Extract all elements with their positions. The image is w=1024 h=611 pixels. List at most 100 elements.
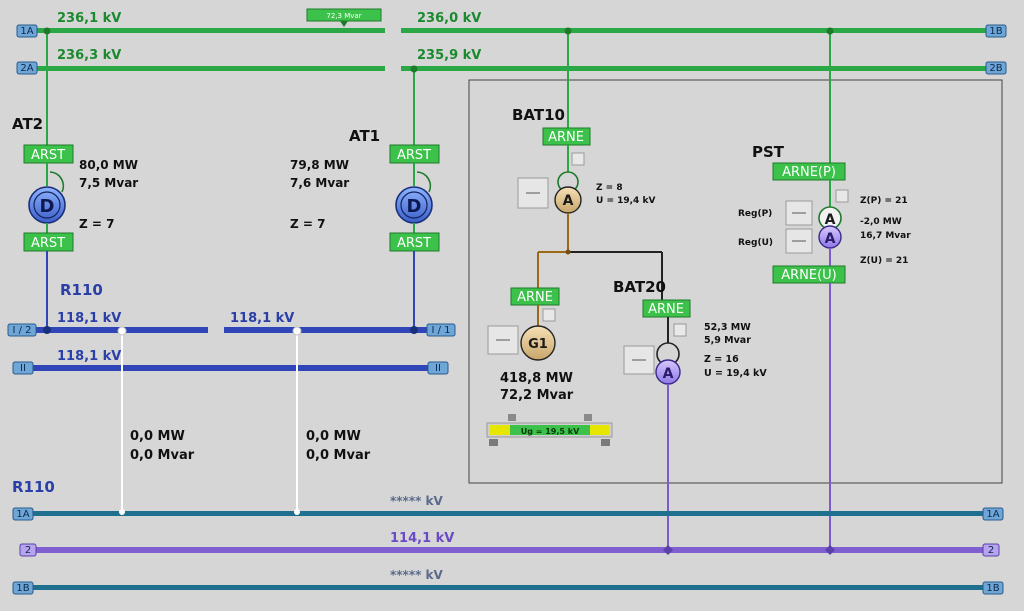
pst-zu: Z(U) = 21 [860, 256, 908, 266]
at1-tap-arc-icon [416, 171, 432, 193]
r110-mid-title: R110 [60, 281, 103, 299]
bus-bottom-1b-left-endcap [12, 581, 34, 595]
coupler-value: 72,3 Mvar [326, 12, 361, 20]
at1-symbol: D [407, 196, 422, 217]
pst-active-power: -2,0 MW [860, 217, 902, 227]
bus-bottom-2-right-endcap [982, 543, 1000, 557]
bat20-voltage: U = 19,4 kV [704, 368, 767, 379]
bus-i2-endcap [7, 323, 37, 337]
g1-arne-tag[interactable] [510, 287, 560, 306]
bus-1b-label: 1B [989, 26, 1002, 37]
g1-active-power: 418,8 MW [500, 371, 573, 386]
at2-name: AT2 [12, 115, 43, 133]
bus-1b-endcap [985, 24, 1007, 38]
bat10-checkbox[interactable] [571, 152, 585, 166]
coupler-marker-icon [340, 21, 348, 27]
g1-checkbox[interactable] [542, 308, 556, 322]
bus-bottom-1b-voltage: ***** kV [390, 568, 444, 582]
bat20-arne-tag[interactable] [642, 299, 691, 318]
feeder-right-active-power: 0,0 MW [306, 429, 361, 444]
g1-slider-end-left [489, 439, 498, 446]
bus-bottom-1a-right-endcap [982, 507, 1004, 521]
g1-symbol: G1 [528, 337, 548, 352]
bat20-tap-position: Z = 16 [704, 354, 739, 365]
at1-reactive-power: 7,6 Mvar [290, 176, 349, 190]
bus-bottom-1a-label-right: 1A [986, 509, 999, 520]
bus-1a-label: 1A [20, 26, 33, 37]
bus-2a: 2A 2B [16, 61, 1007, 75]
g1-arne-label: ARNE [517, 290, 553, 305]
bus-ii-label-left: II [20, 363, 26, 374]
bat20-reactive-power: 5,9 Mvar [704, 335, 751, 346]
g1-generator-symbol-icon[interactable] [520, 325, 556, 361]
bus-bottom-1a-label-left: 1A [16, 509, 29, 520]
bus-2a-label: 2A [20, 63, 33, 74]
bat10-control-box[interactable] [517, 177, 549, 209]
bus-1a-voltage-left: 236,1 kV [57, 11, 121, 26]
bus-bottom-1a: 1A 1A [12, 507, 1004, 521]
bus-i1-endcap [426, 323, 456, 337]
pst-lower-symbol: A [825, 231, 836, 247]
g1-slider-handle-right[interactable] [584, 414, 592, 421]
feeder-left-breaker[interactable] [117, 326, 127, 336]
bat10-arne-tag[interactable] [542, 127, 591, 146]
bat20-arne-label: ARNE [648, 302, 684, 317]
bus-1a-voltage-right: 236,0 kV [417, 11, 481, 26]
bus-ii-label-right: II [435, 363, 441, 374]
r110-bottom-title: R110 [12, 478, 55, 496]
at2-tap-position: Z = 7 [79, 217, 114, 231]
at1-tap-position: Z = 7 [290, 217, 325, 231]
pst-reg-p-label: Reg(P) [738, 209, 772, 219]
pst-name: PST [752, 143, 785, 161]
g1-slider-label: Ug = 19,5 kV [521, 427, 580, 436]
at2-arst-bottom-tag[interactable] [23, 232, 74, 252]
at1-arst-bottom-label: ARST [397, 236, 431, 251]
at1-active-power: 79,8 MW [290, 158, 349, 172]
bus-ii-left-endcap [12, 361, 34, 375]
bat20-active-power: 52,3 MW [704, 322, 751, 333]
bus-i2-voltage: 118,1 kV [57, 311, 121, 326]
feeder-left-active-power: 0,0 MW [130, 429, 185, 444]
bus-2a-endcap [16, 61, 38, 75]
bat10-symbol: A [563, 193, 574, 209]
power-plant-frame [468, 79, 1003, 484]
pst-arne-u-label: ARNE(U) [781, 268, 837, 283]
bat10-tap-position: Z = 8 [596, 183, 623, 193]
bus-ii-right-endcap [427, 361, 449, 375]
at2-tap-arc-icon [49, 171, 65, 193]
bus-bottom-1a-left-endcap [12, 507, 34, 521]
g1-slider-handle-left[interactable] [508, 414, 516, 421]
bus-ii: II II [12, 361, 449, 375]
pst-upper-symbol: A [825, 212, 836, 228]
feeder-right-reactive-power: 0,0 Mvar [306, 448, 371, 463]
at2-arst-top-label: ARST [31, 148, 65, 163]
pst-reg-p-box[interactable] [785, 200, 813, 226]
bus-i1-voltage: 118,1 kV [230, 311, 294, 326]
bus-ii-voltage: 118,1 kV [57, 349, 121, 364]
g1-voltage-slider[interactable]: Ug = 19,5 kV [486, 414, 613, 446]
bus-i2-label: I / 2 [12, 325, 31, 336]
at1-arst-top-label: ARST [397, 148, 431, 163]
pst-reg-u-label: Reg(U) [738, 238, 773, 248]
bus-coupler-indicator[interactable]: 72,3 Mvar [306, 8, 382, 27]
bus-bottom-1b-label-left: 1B [16, 583, 29, 594]
bus-2b-endcap [985, 61, 1007, 75]
bat10-name: BAT10 [512, 106, 565, 124]
pst-p-checkbox[interactable] [835, 189, 849, 203]
at2-reactive-power: 7,5 Mvar [79, 176, 138, 190]
at2-arst-top-tag[interactable] [23, 144, 74, 164]
bus-bottom-1b: 1B 1B [12, 581, 1004, 595]
at2-arst-bottom-label: ARST [31, 236, 65, 251]
pst-arne-p-tag[interactable] [772, 162, 846, 181]
feeder-right-breaker[interactable] [292, 326, 302, 336]
pst-zp: Z(P) = 21 [860, 196, 908, 206]
bus-1a-endcap [16, 24, 38, 38]
pst-arne-p-label: ARNE(P) [782, 165, 836, 180]
bat20-checkbox[interactable] [673, 323, 687, 337]
g1-slider-end-right [601, 439, 610, 446]
bus-bottom-1b-label-right: 1B [986, 583, 999, 594]
bus-bottom-2: 2 2 [19, 543, 1000, 557]
bat20-name: BAT20 [613, 278, 666, 296]
bus-bottom-2-left-endcap [19, 543, 37, 557]
pst-arne-u-tag[interactable] [772, 265, 846, 284]
